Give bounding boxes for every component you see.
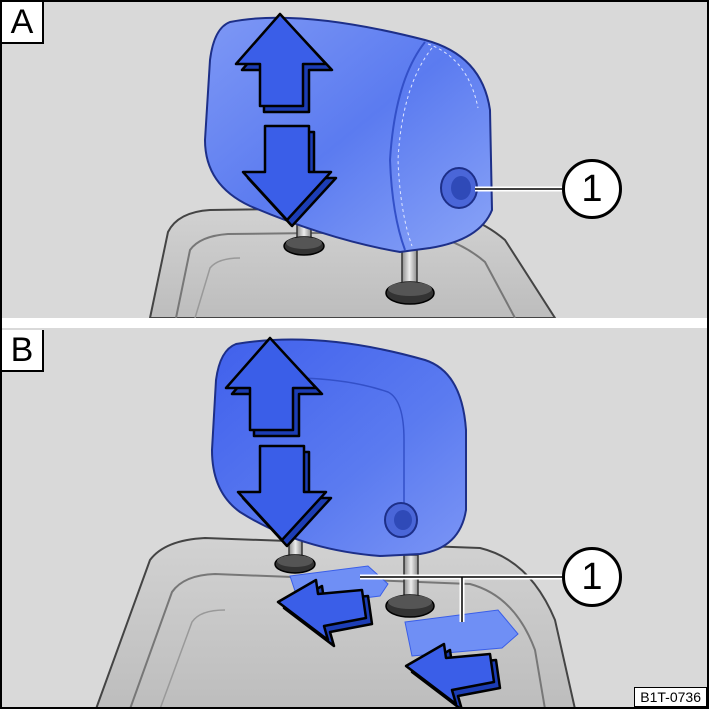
panel-label-a: A [2, 2, 44, 44]
headrest-post-right-a [385, 239, 435, 305]
callout-1-panel-b: 1 [562, 547, 622, 607]
figure-code: B1T-0736 [634, 687, 707, 707]
press-arrow-right-icon [404, 642, 502, 709]
up-arrow-icon [224, 336, 324, 438]
panel-b [0, 328, 709, 709]
release-zone-right [404, 609, 519, 657]
panel-a [0, 0, 709, 319]
callout-1-panel-a: 1 [562, 159, 622, 219]
headrest-post-left-b [274, 531, 316, 574]
panel-divider [0, 318, 709, 328]
release-button-a [440, 167, 478, 209]
up-arrow-icon [234, 12, 334, 114]
down-arrow-icon [236, 444, 333, 548]
headrest-post-right-b [385, 554, 435, 618]
release-button-b [384, 502, 418, 538]
down-arrow-icon [241, 124, 338, 228]
callout-leader-b [360, 574, 562, 622]
press-arrow-left-icon [276, 578, 374, 648]
panel-label-b: B [2, 330, 44, 372]
